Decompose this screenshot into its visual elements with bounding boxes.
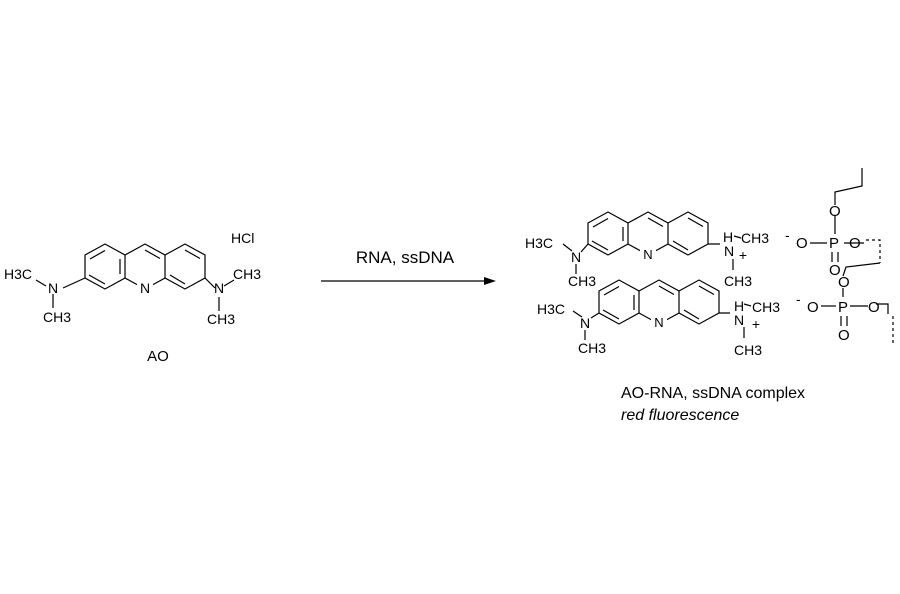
lower-phosphate-o-up: O [838, 274, 850, 291]
upper-phosphate-o-right: O [849, 235, 861, 252]
lower-phosphorus: P [838, 299, 848, 316]
hcl-salt-label: HCl [231, 230, 254, 246]
product-fluorescence-note: red fluorescence [621, 407, 739, 424]
product-caption: AO-RNA, ssDNA complex [621, 385, 805, 402]
lower-positive-charge: + [752, 316, 760, 332]
upper-right-methyl: CH3 [741, 230, 769, 246]
upper-ao-cation: N H3C N CH3 H N + CH3 CH3 [525, 211, 769, 289]
ring-nitrogen-label: N [140, 280, 150, 296]
lower-ring-system [572, 279, 752, 340]
upper-phosphate-minus: - [785, 227, 790, 243]
upper-ring-system [562, 211, 742, 274]
lower-phosphate-group: - O P O O O [796, 274, 880, 344]
upper-phosphate-o-down: O [829, 262, 841, 279]
upper-lower-methyl: CH3 [724, 273, 752, 289]
lower-lower-methyl: CH3 [734, 342, 762, 358]
upper-ammonium-hydrogen: H [723, 229, 733, 245]
lower-left-amine-nitrogen: N [580, 315, 590, 331]
right-amine-nitrogen: N [214, 280, 224, 296]
left-methyl-group: H3C [4, 266, 32, 282]
upper-left-lower-methyl: CH3 [568, 273, 596, 289]
right-lower-methyl: CH3 [207, 311, 235, 327]
acridine-ring-system [35, 243, 235, 311]
lower-left-lower-methyl: CH3 [578, 340, 606, 356]
upper-ring-nitrogen: N [643, 247, 652, 262]
upper-left-amine-nitrogen: N [571, 249, 581, 265]
left-lower-methyl: CH3 [43, 309, 71, 325]
lower-phosphate-minus: - [796, 291, 801, 307]
lower-phosphate-o-left: O [807, 299, 819, 316]
lower-left-methyl-group: H3C [537, 301, 565, 317]
lower-ring-nitrogen: N [654, 315, 663, 330]
upper-phosphate-o-up: O [829, 203, 841, 220]
lower-ammonium-nitrogen: N [734, 312, 744, 328]
right-upper-methyl: CH3 [233, 266, 261, 282]
reaction-conditions-label: RNA, ssDNA [356, 248, 455, 267]
upper-positive-charge: + [739, 247, 747, 263]
upper-left-methyl-group: H3C [525, 235, 553, 251]
acridine-orange-molecule: N H3C N CH3 N CH3 CH3 HCl AO [4, 230, 261, 365]
phosphate-backbone: - O P O O O - O P O O O [785, 168, 894, 346]
upper-phosphate-o-left: O [796, 235, 808, 252]
upper-phosphate-group: - O P O O O [785, 203, 861, 279]
reaction-arrow: RNA, ssDNA [321, 248, 496, 285]
reactant-name-label: AO [147, 348, 169, 365]
lower-right-methyl: CH3 [752, 299, 780, 315]
lower-ao-cation: N H3C N CH3 H N + CH3 CH3 [537, 279, 780, 358]
lower-ammonium-hydrogen: H [734, 298, 744, 314]
upper-phosphorus: P [829, 235, 839, 252]
upper-ammonium-nitrogen: N [724, 243, 734, 259]
left-amine-nitrogen: N [48, 280, 58, 296]
lower-phosphate-o-down: O [838, 327, 850, 344]
lower-phosphate-o-right: O [868, 299, 880, 316]
